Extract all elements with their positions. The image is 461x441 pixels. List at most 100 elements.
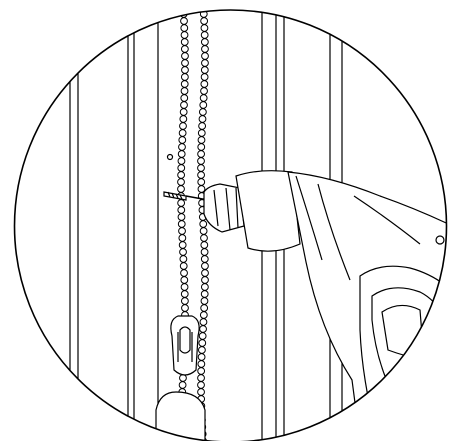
chain-bead (200, 31, 209, 39)
chain-bead (178, 136, 187, 144)
chain-bead (180, 94, 189, 102)
chain-bead (180, 276, 189, 284)
chain-bead (199, 10, 208, 11)
chain-bead (200, 87, 208, 95)
chain-bead (201, 269, 209, 277)
chain-bead (200, 234, 208, 242)
chain-bead (201, 262, 209, 270)
chain-bead (177, 171, 186, 179)
chain-bead (201, 276, 209, 284)
chain-bead (179, 10, 188, 11)
chain-bead (177, 199, 186, 207)
chain-bead (200, 297, 209, 305)
screw-hole (166, 153, 174, 161)
chain-bead (178, 227, 186, 235)
chain-bead (177, 157, 186, 165)
chain-bead (198, 115, 207, 123)
chain-bead (178, 241, 187, 249)
chain-bead (180, 283, 189, 291)
chain-bead (180, 0, 187, 3)
chain-bead (197, 374, 205, 382)
chain-bead (181, 52, 189, 60)
chain-bead (198, 108, 207, 116)
chain-bead (177, 437, 185, 441)
chain-bead (177, 220, 186, 228)
chain-bead (197, 150, 205, 158)
chain-bead (197, 367, 206, 375)
chain-bead (178, 129, 187, 137)
chain-bead (197, 129, 206, 137)
chain-bead (197, 360, 206, 368)
chain-bead (180, 24, 189, 32)
chain-bead (200, 283, 209, 291)
chain-bead (180, 45, 189, 53)
chain-bead (199, 94, 208, 102)
chain-bead (180, 31, 189, 39)
chain-bead (201, 52, 209, 60)
chain-bead (199, 311, 208, 319)
chain-bead (197, 164, 205, 172)
chain-bead (200, 73, 209, 81)
chain-bead (197, 388, 205, 396)
chain-bead (200, 248, 209, 256)
chain-bead (180, 38, 189, 46)
chain-bead (179, 108, 188, 116)
chain-bead (198, 332, 207, 340)
chain-bead (179, 262, 188, 270)
chain-bead (199, 101, 208, 109)
chain-bead (180, 73, 189, 81)
chain-bead (180, 297, 189, 305)
chain-bead (180, 87, 189, 95)
chain-bead (200, 304, 209, 312)
chain-bead (178, 143, 186, 151)
chain-bead (198, 346, 206, 354)
chain-bead (179, 115, 188, 123)
chain-bead (200, 38, 209, 46)
detail-circle-outline (13, 9, 448, 441)
chain-bead (178, 234, 187, 242)
chain-bead (177, 164, 186, 172)
chain-bead (200, 255, 209, 263)
chain-bead (197, 381, 205, 389)
chain-bead (177, 150, 186, 158)
chain-bead (198, 122, 207, 130)
chain-bead (198, 339, 207, 347)
chain-bead (197, 171, 205, 179)
chain-bead (200, 290, 209, 298)
chain-bead (197, 178, 206, 186)
chain-bead (181, 66, 189, 74)
chain-bead (200, 24, 209, 32)
chain-bead (200, 17, 209, 25)
chain-bead (181, 304, 189, 312)
chain-bead (197, 157, 205, 165)
chain-bead (199, 325, 207, 333)
chain-bead (180, 101, 188, 109)
chain-bead (200, 66, 209, 74)
chain-bead (200, 0, 207, 3)
chain-bead (180, 80, 189, 88)
chain-bead (180, 290, 189, 298)
chain-bead (197, 353, 206, 361)
chain-bead (197, 136, 206, 144)
chain-bead (181, 59, 189, 67)
chain-bead (178, 381, 187, 389)
chain-bead (180, 269, 188, 277)
chain-bead (200, 80, 209, 88)
chain-bead (197, 143, 206, 151)
chain-bead (199, 227, 208, 235)
chain-bead (200, 241, 209, 249)
chain-bead (201, 59, 209, 67)
chain-bead (199, 318, 208, 326)
chain-bead (179, 248, 187, 256)
chain-bead (177, 213, 186, 221)
chain-bead (201, 45, 209, 53)
chain-bead (179, 255, 188, 263)
chain-bead (177, 185, 185, 193)
chain-bead (180, 17, 188, 25)
chain-bead (179, 122, 187, 130)
cord-weight (155, 391, 206, 441)
chain-guide (170, 315, 200, 376)
chain-bead (177, 206, 186, 214)
